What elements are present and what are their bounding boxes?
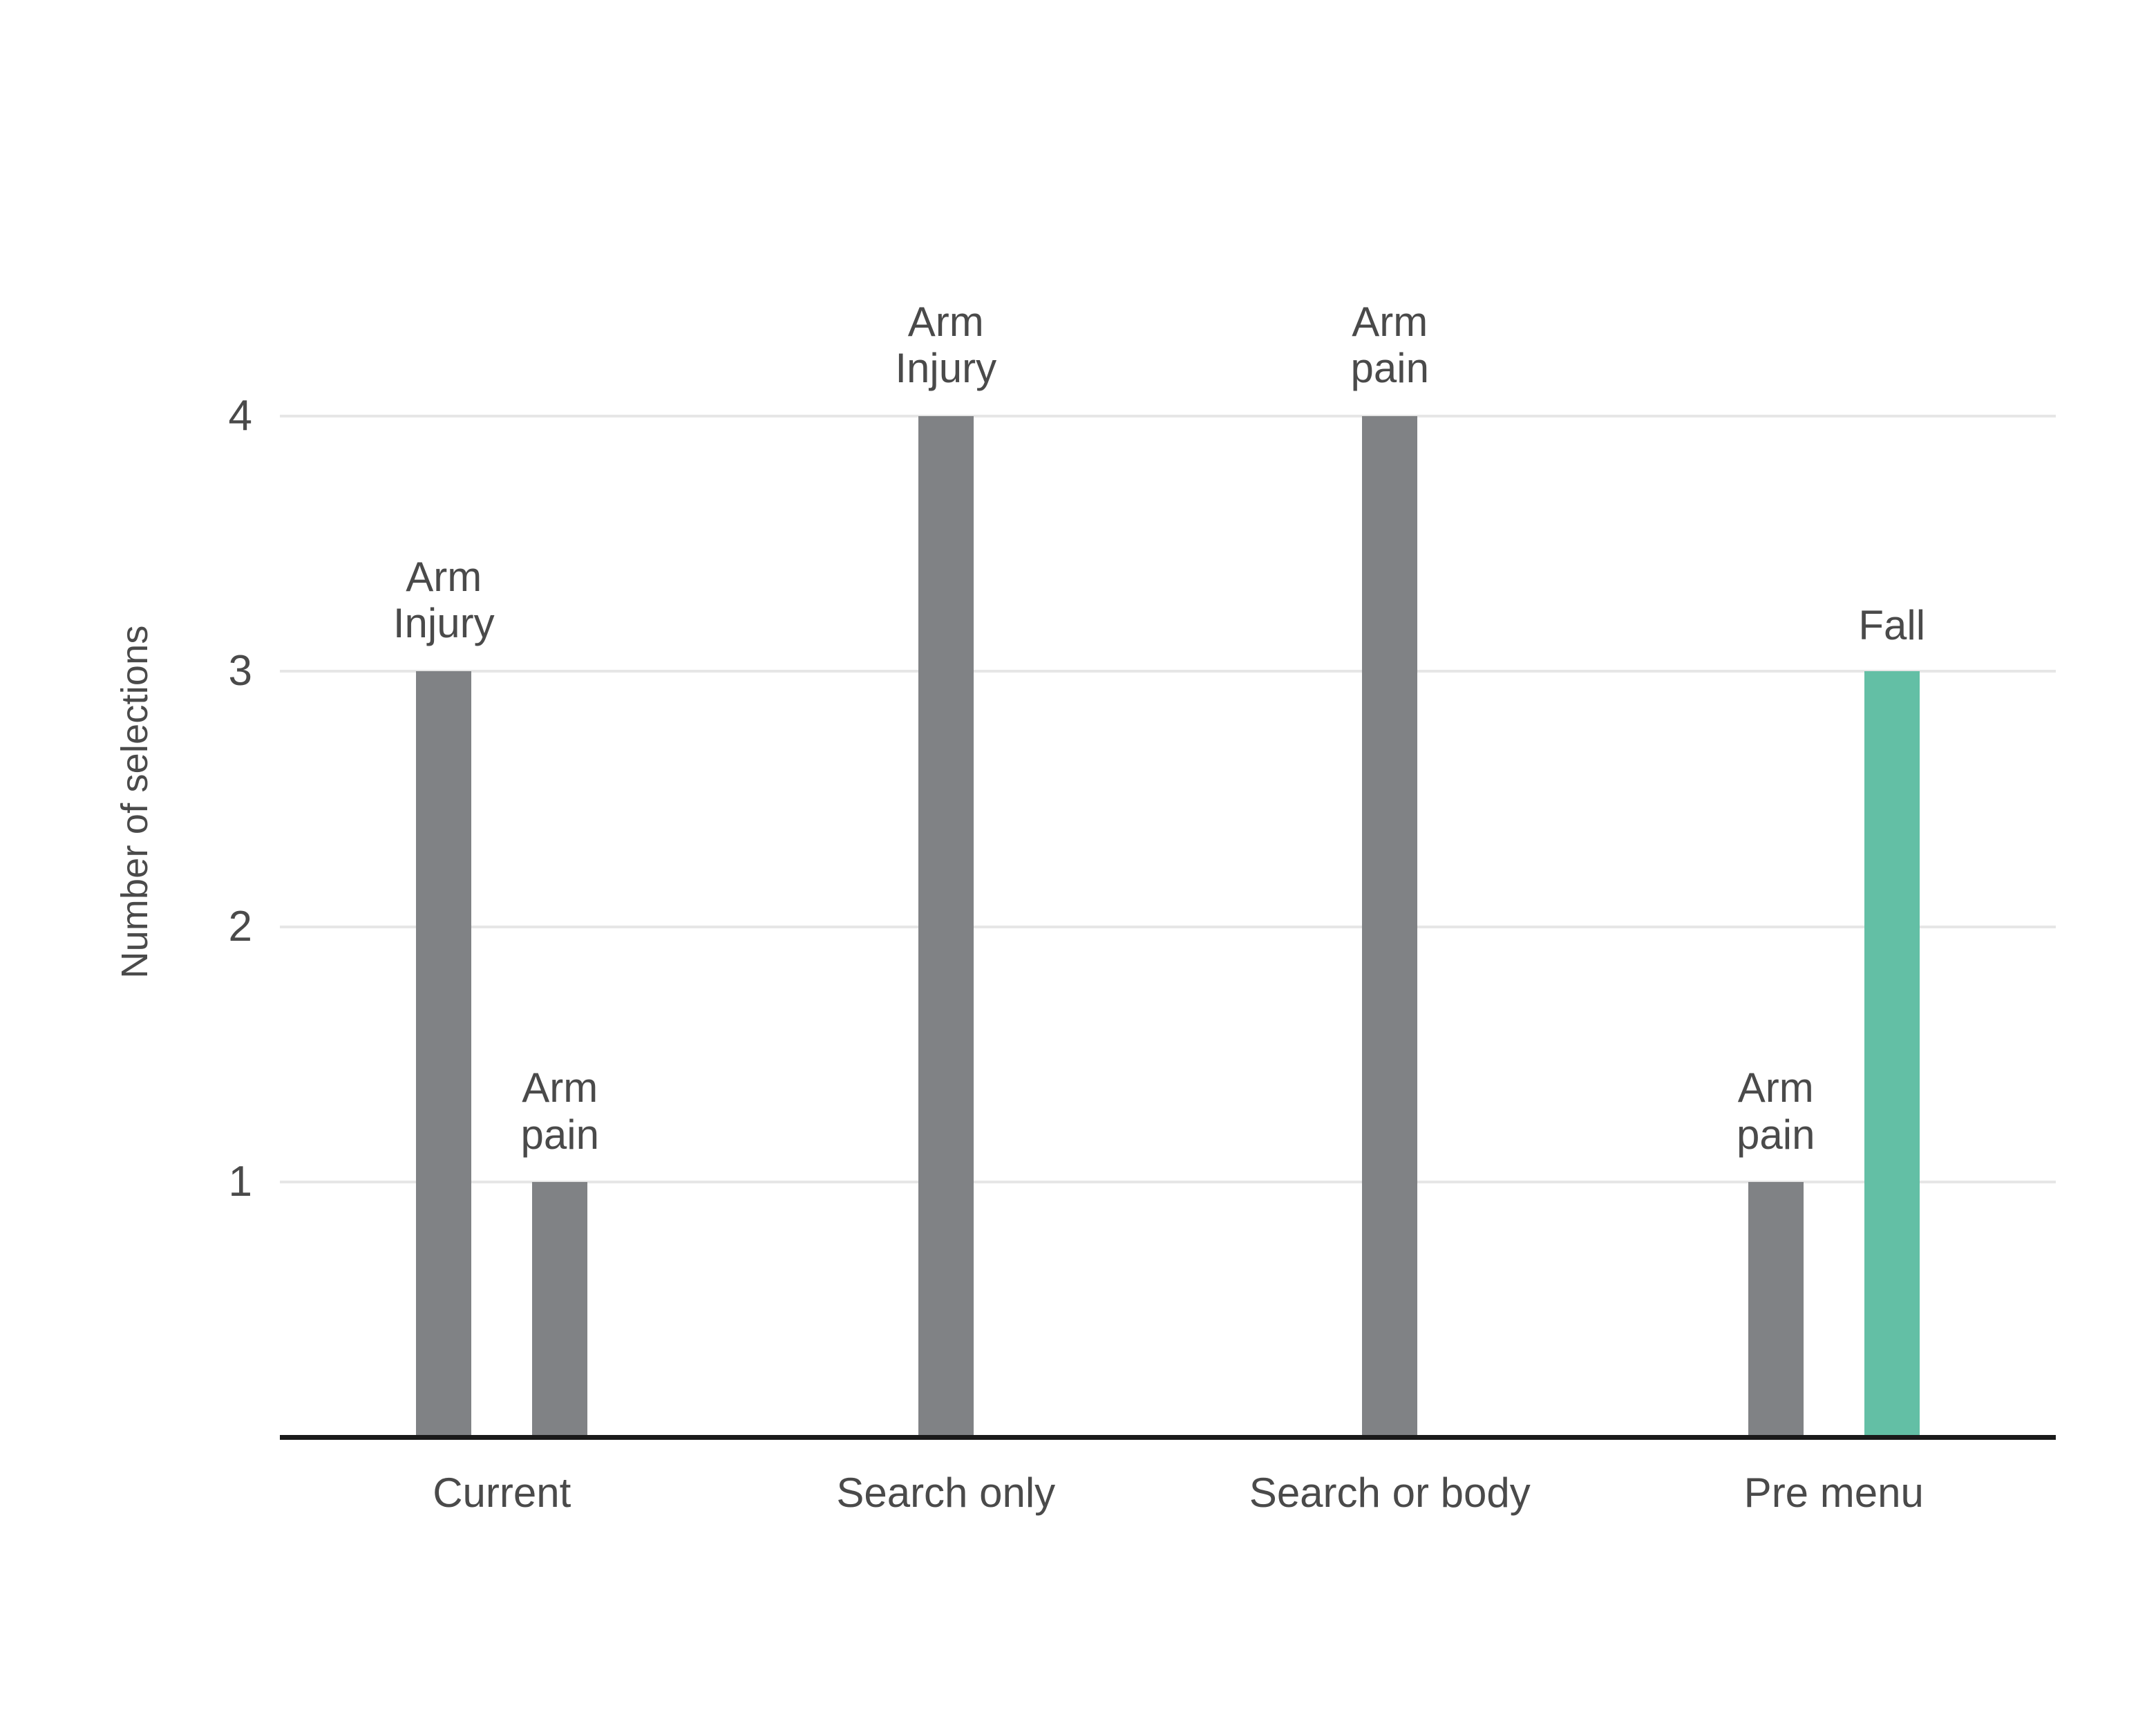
bar[interactable] <box>416 671 472 1438</box>
y-tick-label: 3 <box>228 647 252 695</box>
y-tick-label: 1 <box>228 1158 252 1206</box>
y-axis-tick-labels: 1 2 3 4 <box>162 263 252 1438</box>
x-tick-label-current: Current <box>433 1470 571 1516</box>
bar[interactable] <box>1362 415 1418 1438</box>
gridline-y-1 <box>280 1181 2056 1184</box>
y-axis-title: Number of selections <box>114 625 155 979</box>
bar-value-annotation: Arm pain <box>520 1064 599 1158</box>
x-axis-line <box>280 1435 2056 1440</box>
bar-value-annotation: Arm Injury <box>895 298 997 391</box>
x-tick-label-search-only: Search only <box>836 1470 1056 1516</box>
x-axis-tick-labels: Current Search only Search or body Pre menu <box>280 1469 2056 1538</box>
bar[interactable] <box>1864 671 1920 1438</box>
x-tick-label-pre-menu: Pre menu <box>1743 1470 1924 1516</box>
y-tick-label: 2 <box>228 902 252 950</box>
bar-value-annotation: Arm pain <box>1737 1064 1815 1158</box>
bar[interactable] <box>532 1182 588 1438</box>
bar-value-annotation: Arm pain <box>1350 298 1429 391</box>
bar[interactable] <box>918 415 974 1438</box>
gridline-y-2 <box>280 925 2056 928</box>
gridline-y-3 <box>280 670 2056 673</box>
y-tick-label: 4 <box>228 391 252 440</box>
bar-value-annotation: Fall <box>1858 602 1926 649</box>
gridline-y-4 <box>280 414 2056 417</box>
bar-value-annotation: Arm Injury <box>393 554 495 647</box>
x-tick-label-search-or-body: Search or body <box>1249 1470 1531 1516</box>
bar[interactable] <box>1748 1182 1804 1438</box>
